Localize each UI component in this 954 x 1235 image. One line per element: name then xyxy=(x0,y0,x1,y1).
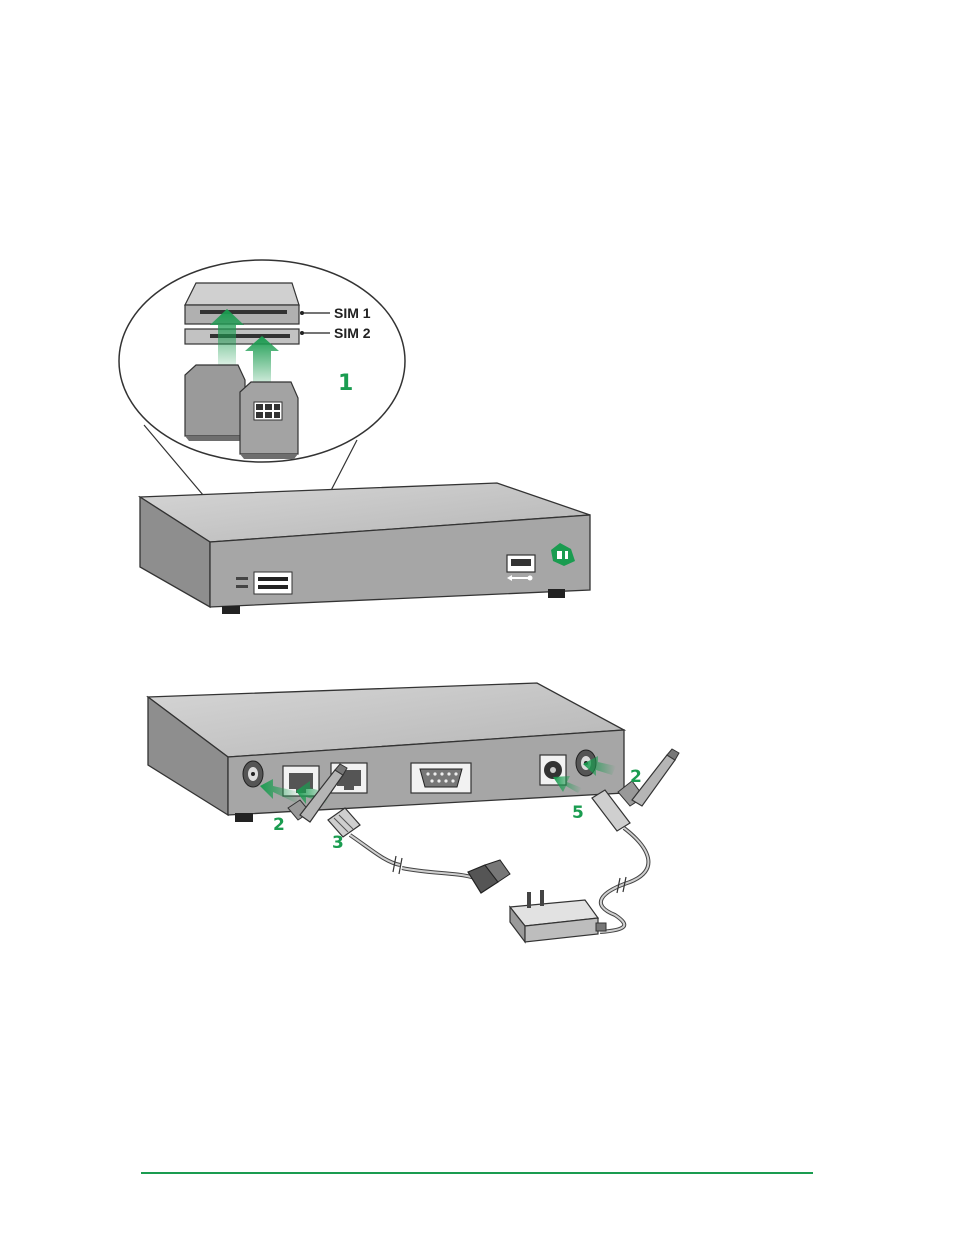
power-cable xyxy=(592,790,648,932)
ethernet-cable xyxy=(328,808,510,893)
callout-step-5: 5 xyxy=(572,803,584,823)
svg-text:SIM 2: SIM 2 xyxy=(334,325,371,341)
callout-step-3: 3 xyxy=(332,833,344,853)
footer-rule xyxy=(141,1172,813,1174)
sim-card-icon xyxy=(185,365,245,441)
antenna-connector-left xyxy=(243,761,263,787)
callout-step-2-right: 2 xyxy=(630,767,642,787)
serial-port-icon xyxy=(411,763,471,793)
callout-step-1: 1 xyxy=(338,371,353,396)
device-rear-view: 2 3 5 2 xyxy=(148,683,679,942)
sim-slot-1 xyxy=(185,283,299,324)
sim-card-icon xyxy=(240,382,298,459)
power-adapter-icon xyxy=(510,890,606,942)
svg-text:SIM 1: SIM 1 xyxy=(334,305,371,321)
sim-chip-icon xyxy=(254,402,282,420)
sim-slot-2 xyxy=(185,329,299,344)
callout-step-2-left: 2 xyxy=(273,815,285,835)
usb-port xyxy=(507,555,535,581)
device-front-view xyxy=(140,483,590,614)
antenna-icon xyxy=(618,749,679,806)
